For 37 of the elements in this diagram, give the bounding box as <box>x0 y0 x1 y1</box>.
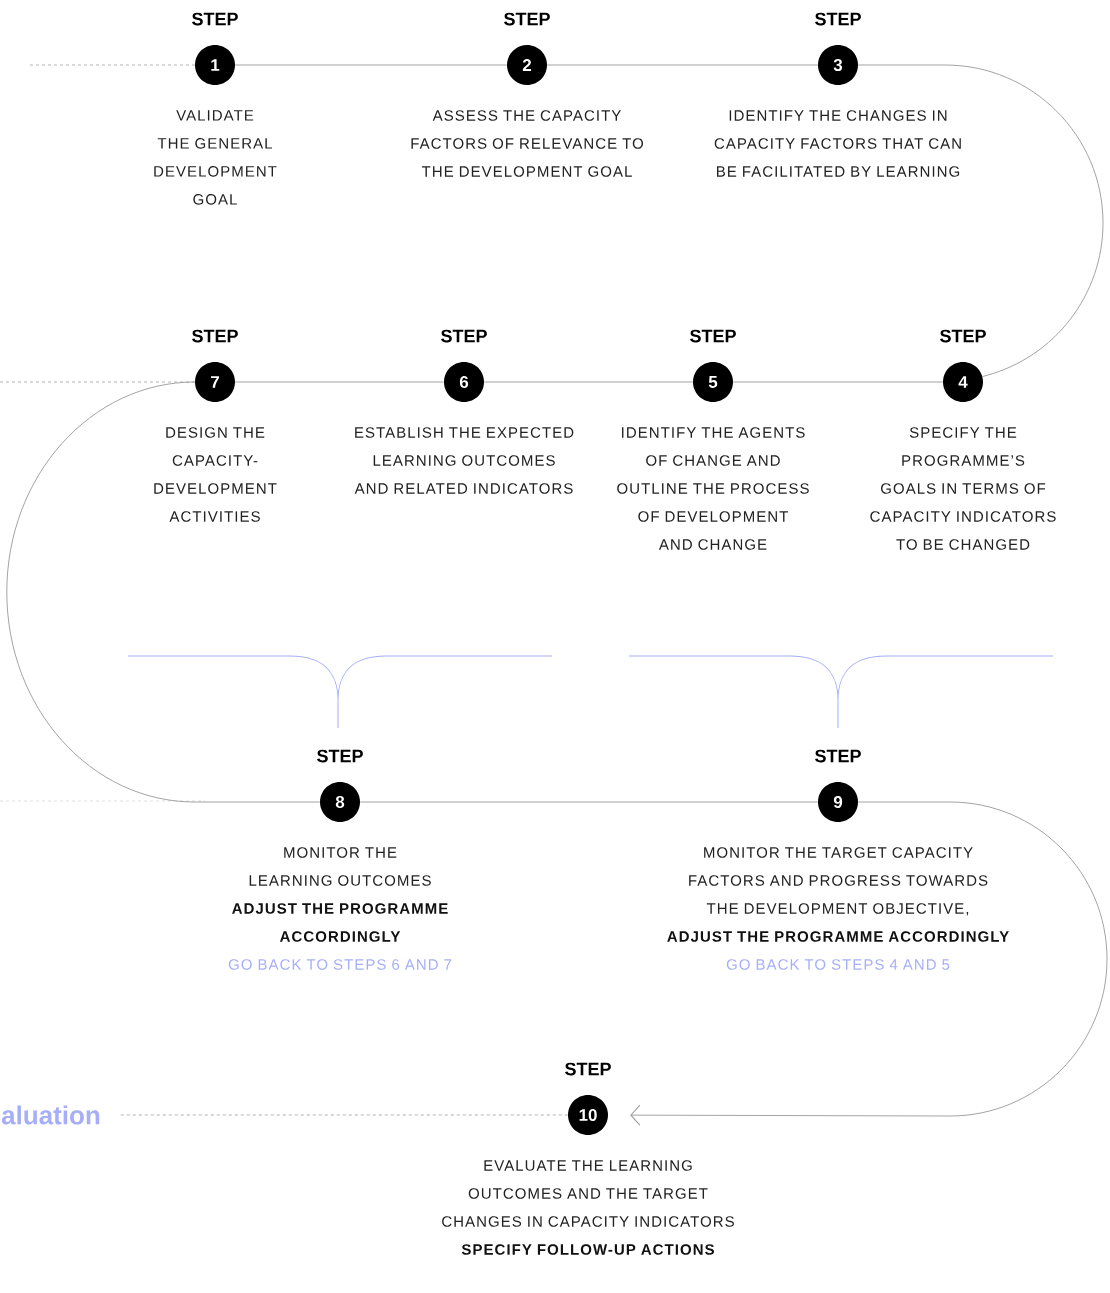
step-description: SPECIFY THE PROGRAMME’S GOALS IN TERMS OF CAPACITY INDICATORS TO BE CHANGED <box>870 427 1056 550</box>
connector-line <box>483 381 694 383</box>
connector-line <box>234 381 445 383</box>
step-description: IDENTIFY THE CHANGES IN CAPACITY FACTORS THAT CAN BE FACILITATED BY LEARNING <box>714 110 961 177</box>
step-label: STEP <box>815 12 861 26</box>
step-description: MONITOR THE TARGET CAPACITY FACTORS AND PROGRESS TOWARDS THE DEVELOPMENT OBJECTIVE, <box>689 847 988 916</box>
go-back-note: GO BACK TO STEPS 4 AND 5 <box>726 959 950 970</box>
go-back-note: GO BACK TO STEPS 6 AND 7 <box>228 959 452 970</box>
connector-line <box>117 1114 569 1116</box>
step-label: STEP <box>441 329 487 343</box>
connector-line <box>6 381 321 803</box>
step-label: STEP <box>940 329 986 343</box>
step-description: DESIGN THE CAPACITY-DEVELOPMENT ACTIVITIES <box>154 427 277 522</box>
step-label: STEP <box>192 12 238 26</box>
connector-arrow <box>630 801 1108 1126</box>
step-description: MONITOR THE LEARNING OUTCOMES <box>249 847 431 886</box>
step-description: EVALUATE THE LEARNING OUTCOMES AND THE TARGET CHANGES IN CAPACITY INDICATORS <box>442 1160 734 1227</box>
step-label: STEP <box>690 329 736 343</box>
step-description: IDENTIFY THE AGENTS OF CHANGE AND OUTLINE THE PROCESS OF DEVELOPMENT AND CHANGE <box>617 427 809 550</box>
step-description: ASSESS THE CAPACITY FACTORS OF RELEVANCE TO THE DEVELOPMENT GOAL <box>411 110 644 177</box>
instruction-text: SPECIFY FOLLOW-UP ACTIONS <box>461 1244 714 1255</box>
step-label: STEP <box>565 1062 611 1076</box>
connector-line <box>857 64 1104 378</box>
step-label: STEP <box>192 329 238 343</box>
step-description: ESTABLISH THE EXPECTED LEARNING OUTCOMES AND RELATED INDICATORS <box>354 427 574 494</box>
step-label: STEP <box>815 749 861 763</box>
connector-line <box>29 64 196 66</box>
instruction-text: ADJUST THE PROGRAMME ACCORDINGLY <box>232 903 448 942</box>
step-label: STEP <box>504 12 550 26</box>
instruction-text: ADJUST THE PROGRAMME ACCORDINGLY <box>667 931 1009 942</box>
connector-line <box>234 64 508 66</box>
connector-line <box>546 64 819 66</box>
connector-line <box>732 381 944 383</box>
section-label: aluation <box>1 1105 100 1125</box>
connector-line <box>359 801 819 803</box>
step-label: STEP <box>317 749 363 763</box>
step-description: VALIDATE THE GENERAL DEVELOPMENT GOAL <box>154 110 277 205</box>
